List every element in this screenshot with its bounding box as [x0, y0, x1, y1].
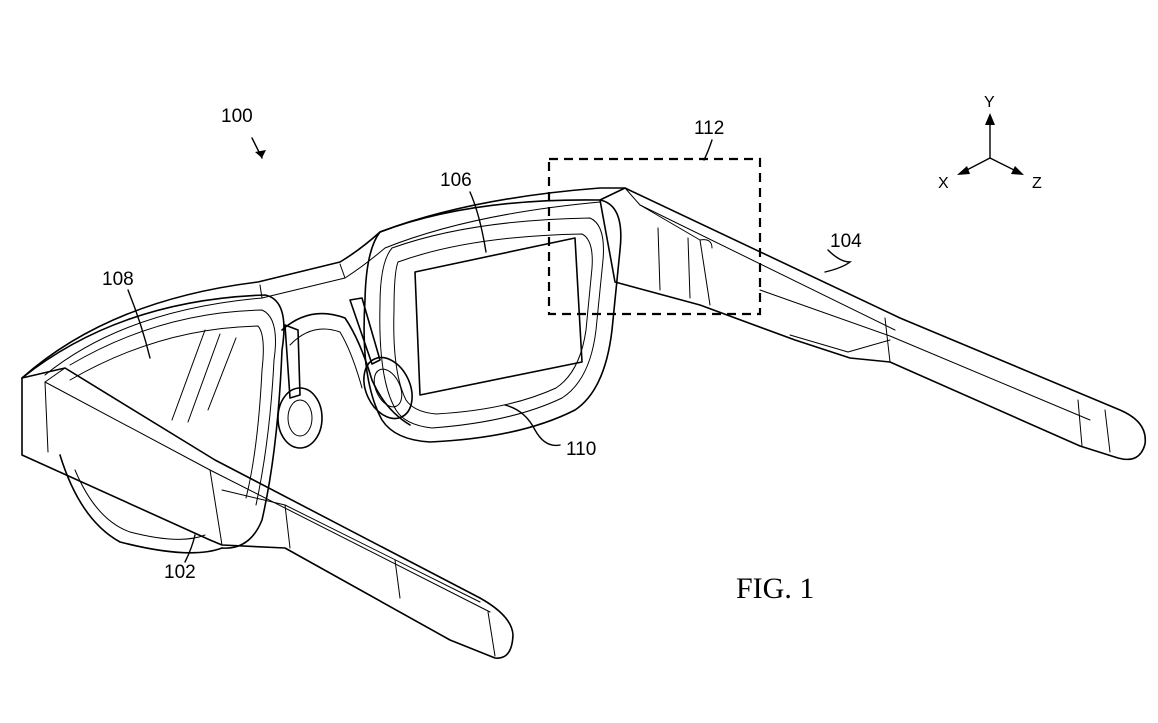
display-panel: [414, 237, 583, 396]
ref-106: 106: [440, 170, 472, 191]
ref-108: 108: [102, 269, 134, 290]
axis-z-label: Z: [1032, 175, 1042, 192]
nose-bridge: [277, 297, 413, 449]
axis-x-label: X: [938, 175, 949, 192]
right-temple-arm: [599, 187, 1147, 461]
left-lens-rim: [21, 294, 285, 554]
axis-triad: Y X Z: [938, 94, 1042, 192]
leader-lines: [127, 137, 853, 563]
axis-y-label: Y: [984, 94, 995, 111]
ref-100: 100: [221, 106, 253, 127]
ref-102: 102: [164, 562, 196, 583]
frame-brow: [21, 187, 626, 379]
figure-caption: FIG. 1: [736, 572, 814, 605]
left-temple-arm: [21, 367, 514, 659]
right-lens-rim: [363, 199, 622, 443]
ref-110: 110: [566, 439, 596, 460]
ref-112: 112: [694, 118, 724, 139]
ref-104: 104: [830, 231, 862, 252]
region-112-box: [547, 157, 762, 316]
